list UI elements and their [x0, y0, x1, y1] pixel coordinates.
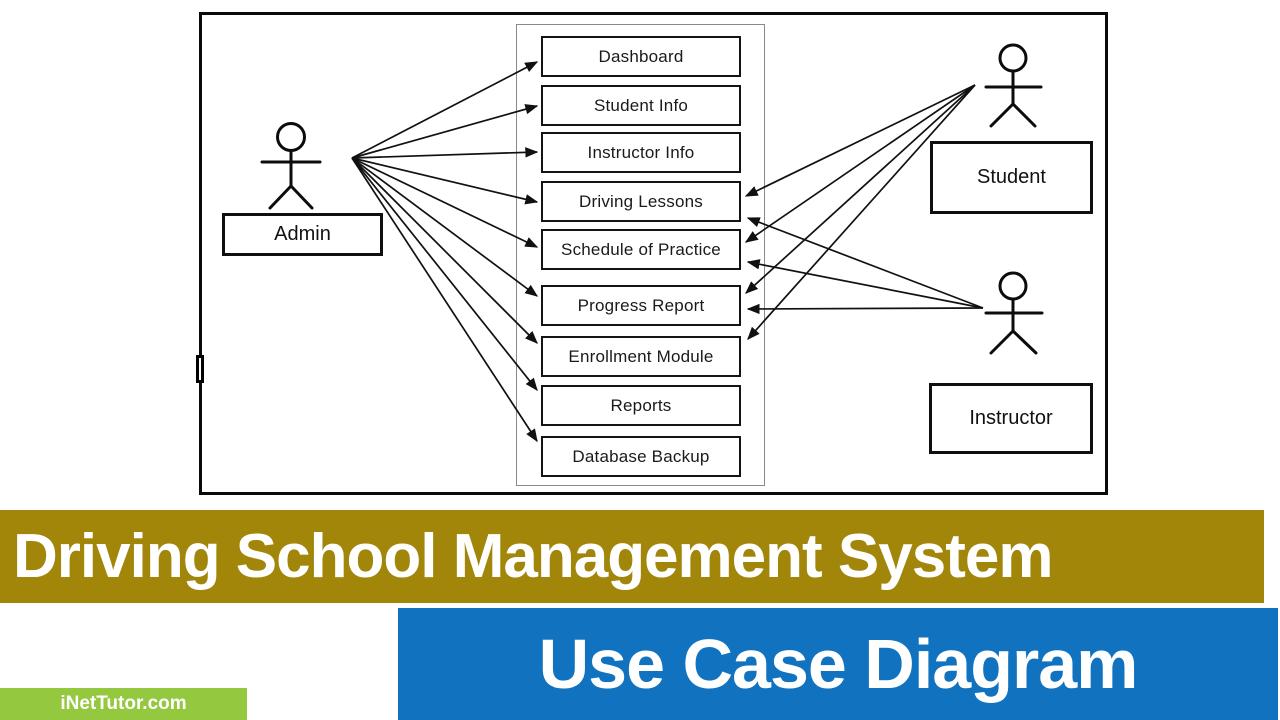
subtitle-banner: Use Case Diagram [398, 608, 1278, 720]
use-case-reports: Reports [541, 385, 741, 426]
use-case-instructor-info: Instructor Info [541, 132, 741, 173]
connector-admin-to-driving-lessons [351, 157, 539, 205]
connector-student-to-enrollment-module [747, 84, 976, 340]
actor-label-admin: Admin [222, 213, 383, 256]
connector-student-to-progress-report [745, 84, 976, 294]
actor-label-student: Student [930, 141, 1093, 214]
use-case-dashboard: Dashboard [541, 36, 741, 77]
use-case-schedule-of-practice: Schedule of Practice [541, 229, 741, 270]
title-banner: Driving School Management System [0, 510, 1264, 603]
connector-admin-to-progress-report [351, 157, 539, 297]
use-case-enrollment-module: Enrollment Module [541, 336, 741, 377]
actor-label-instructor: Instructor [929, 383, 1093, 454]
connector-admin-to-schedule-of-practice [351, 157, 539, 248]
connector-student-to-schedule-of-practice [744, 84, 976, 243]
use-case-label: Progress Report [577, 295, 705, 315]
connector-instructor-to-driving-lessons [746, 217, 984, 309]
connector-layer [196, 43, 1044, 443]
use-case-progress-report: Progress Report [541, 285, 741, 326]
connector-student-to-driving-lessons [744, 84, 976, 197]
connector-admin-to-database-backup [351, 157, 538, 443]
use-case-database-backup: Database Backup [541, 436, 741, 477]
connector-instructor-to-progress-report [746, 303, 984, 315]
subtitle-text: Use Case Diagram [538, 625, 1139, 703]
use-case-label: Driving Lessons [579, 191, 703, 211]
connector-admin-to-student-info [351, 104, 539, 159]
use-case-label: Reports [610, 395, 672, 415]
use-case-label: Database Backup [572, 446, 710, 466]
connector-admin-to-dashboard [351, 61, 539, 159]
use-case-label: Dashboard [598, 46, 684, 66]
watermark: iNetTutor.com [0, 688, 247, 720]
use-case-driving-lessons: Driving Lessons [541, 181, 741, 222]
admin-actor-icon [260, 122, 322, 210]
connector-admin-to-enrollment-module [351, 157, 538, 344]
connector-admin-to-instructor-info [351, 147, 539, 159]
title-text: Driving School Management System [13, 522, 1053, 591]
watermark-text: iNetTutor.com [60, 693, 187, 714]
use-case-label: Instructor Info [587, 142, 695, 162]
connector-instructor-to-schedule-of-practice [746, 259, 984, 309]
use-case-label: Student Info [593, 95, 689, 115]
student-actor-icon [984, 43, 1043, 128]
connector-admin-to-reports [351, 157, 538, 392]
frame-cursor-artifact [196, 355, 204, 383]
use-case-label: Enrollment Module [568, 346, 714, 366]
use-case-student-info: Student Info [541, 85, 741, 126]
instructor-actor-icon [984, 271, 1044, 355]
use-case-label: Schedule of Practice [561, 239, 721, 259]
